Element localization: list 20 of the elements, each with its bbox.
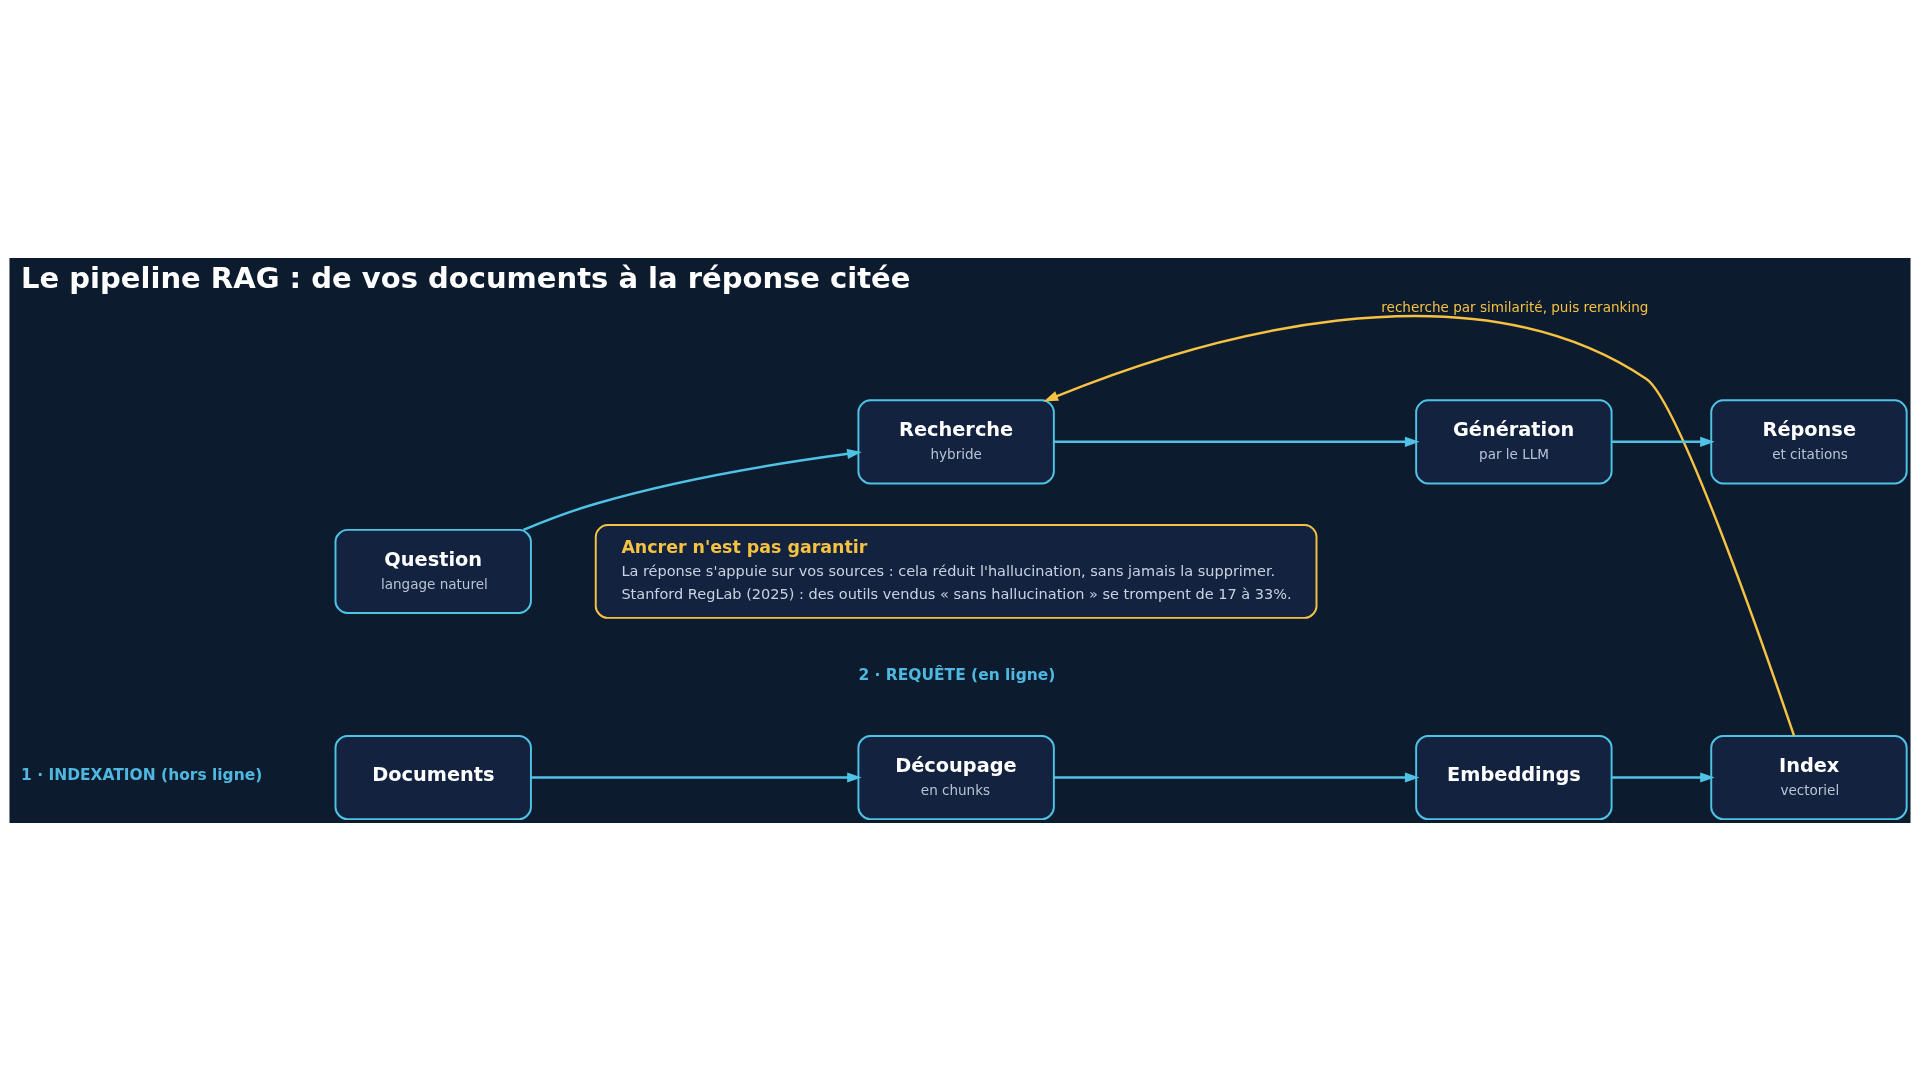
arrow	[1053, 771, 1420, 783]
arrow	[530, 771, 862, 783]
edge-label: recherche par similarité, puis reranking	[1381, 298, 1649, 315]
node-box: Documents	[334, 734, 532, 820]
label: 2 · REQUÊTE (en ligne)	[858, 665, 1056, 684]
node-box: Embeddings	[1415, 734, 1613, 820]
arrow	[1611, 771, 1715, 783]
node-box: Ancrer n'est pas garantir La réponse s'appuie sur vos sources : cela réduit l'hallucination, sans jamais la supprimer. Stanford RegLab (2025) : des outils vendus « sans hallucination » se trompent de 17 à 33%.	[594, 523, 1318, 619]
arrow	[1053, 436, 1420, 447]
node-box: Génération par le LLM	[1415, 398, 1613, 484]
arrow	[1043, 314, 1796, 736]
diagram-title: Le pipeline RAG : de vos documents à la réponse citée	[21, 260, 911, 295]
node-box: Découpage en chunks	[857, 734, 1055, 820]
node-box: Réponse et citations	[1710, 398, 1908, 484]
arrow	[523, 448, 862, 531]
node-box: Recherche hybride	[857, 398, 1055, 484]
node-box: Index vectoriel	[1710, 734, 1908, 820]
node-box: Question langage naturel	[334, 528, 532, 614]
label: 1 · INDEXATION (hors ligne)	[21, 765, 263, 784]
arrow	[1611, 436, 1715, 447]
